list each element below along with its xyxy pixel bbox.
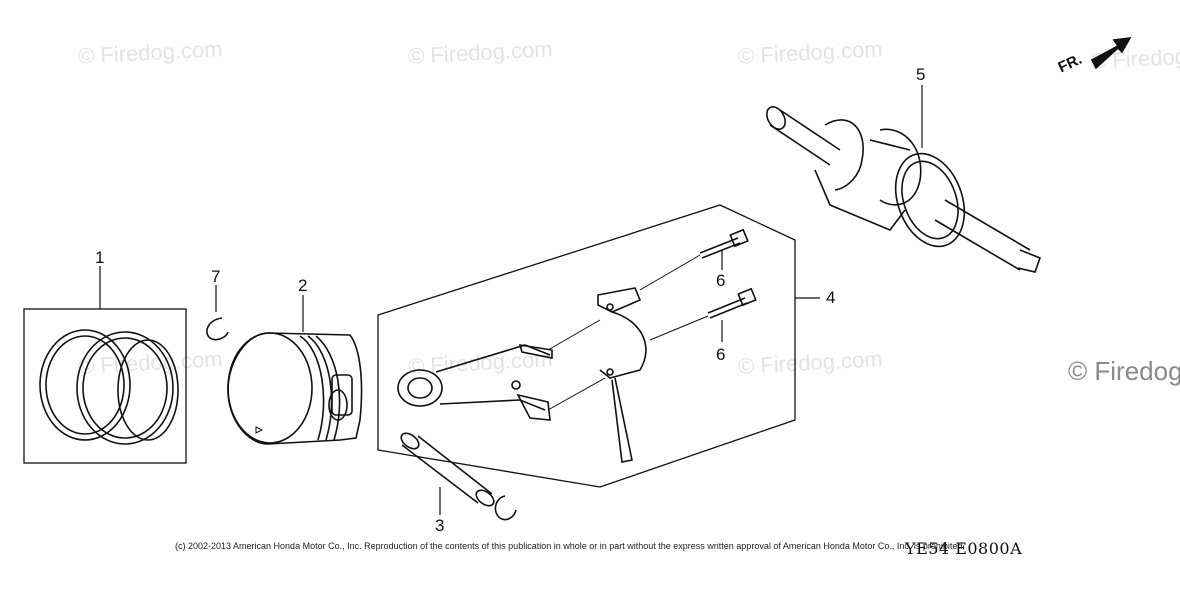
piston-ring-set — [23, 266, 187, 464]
diagram-code: YE54 E0800A — [905, 539, 1023, 558]
callout-7: 7 — [211, 267, 221, 286]
rod-bolt-upper — [639, 228, 749, 291]
crankshaft — [766, 85, 1042, 273]
callout-4: 4 — [826, 288, 836, 307]
callout-5: 5 — [916, 65, 926, 84]
copyright-notice: (c) 2002-2013 American Honda Motor Co., … — [175, 541, 965, 551]
piston-pin — [400, 432, 495, 515]
connecting-rod-box — [377, 204, 820, 488]
callout-2: 2 — [298, 276, 308, 295]
rod-bolt-lower — [649, 287, 757, 342]
piston-pin-clip — [206, 285, 229, 341]
callout-6a: 6 — [716, 271, 726, 290]
watermark-corner: © Firedog — [1068, 356, 1180, 386]
piston-pin-clip-2 — [494, 495, 517, 521]
callout-3: 3 — [435, 516, 445, 535]
connecting-rod-cap — [597, 287, 647, 463]
front-direction-arrow — [1090, 37, 1132, 70]
callout-6b: 6 — [716, 345, 726, 364]
piston — [227, 295, 363, 445]
callout-1: 1 — [95, 248, 105, 267]
connecting-rod — [397, 319, 606, 421]
